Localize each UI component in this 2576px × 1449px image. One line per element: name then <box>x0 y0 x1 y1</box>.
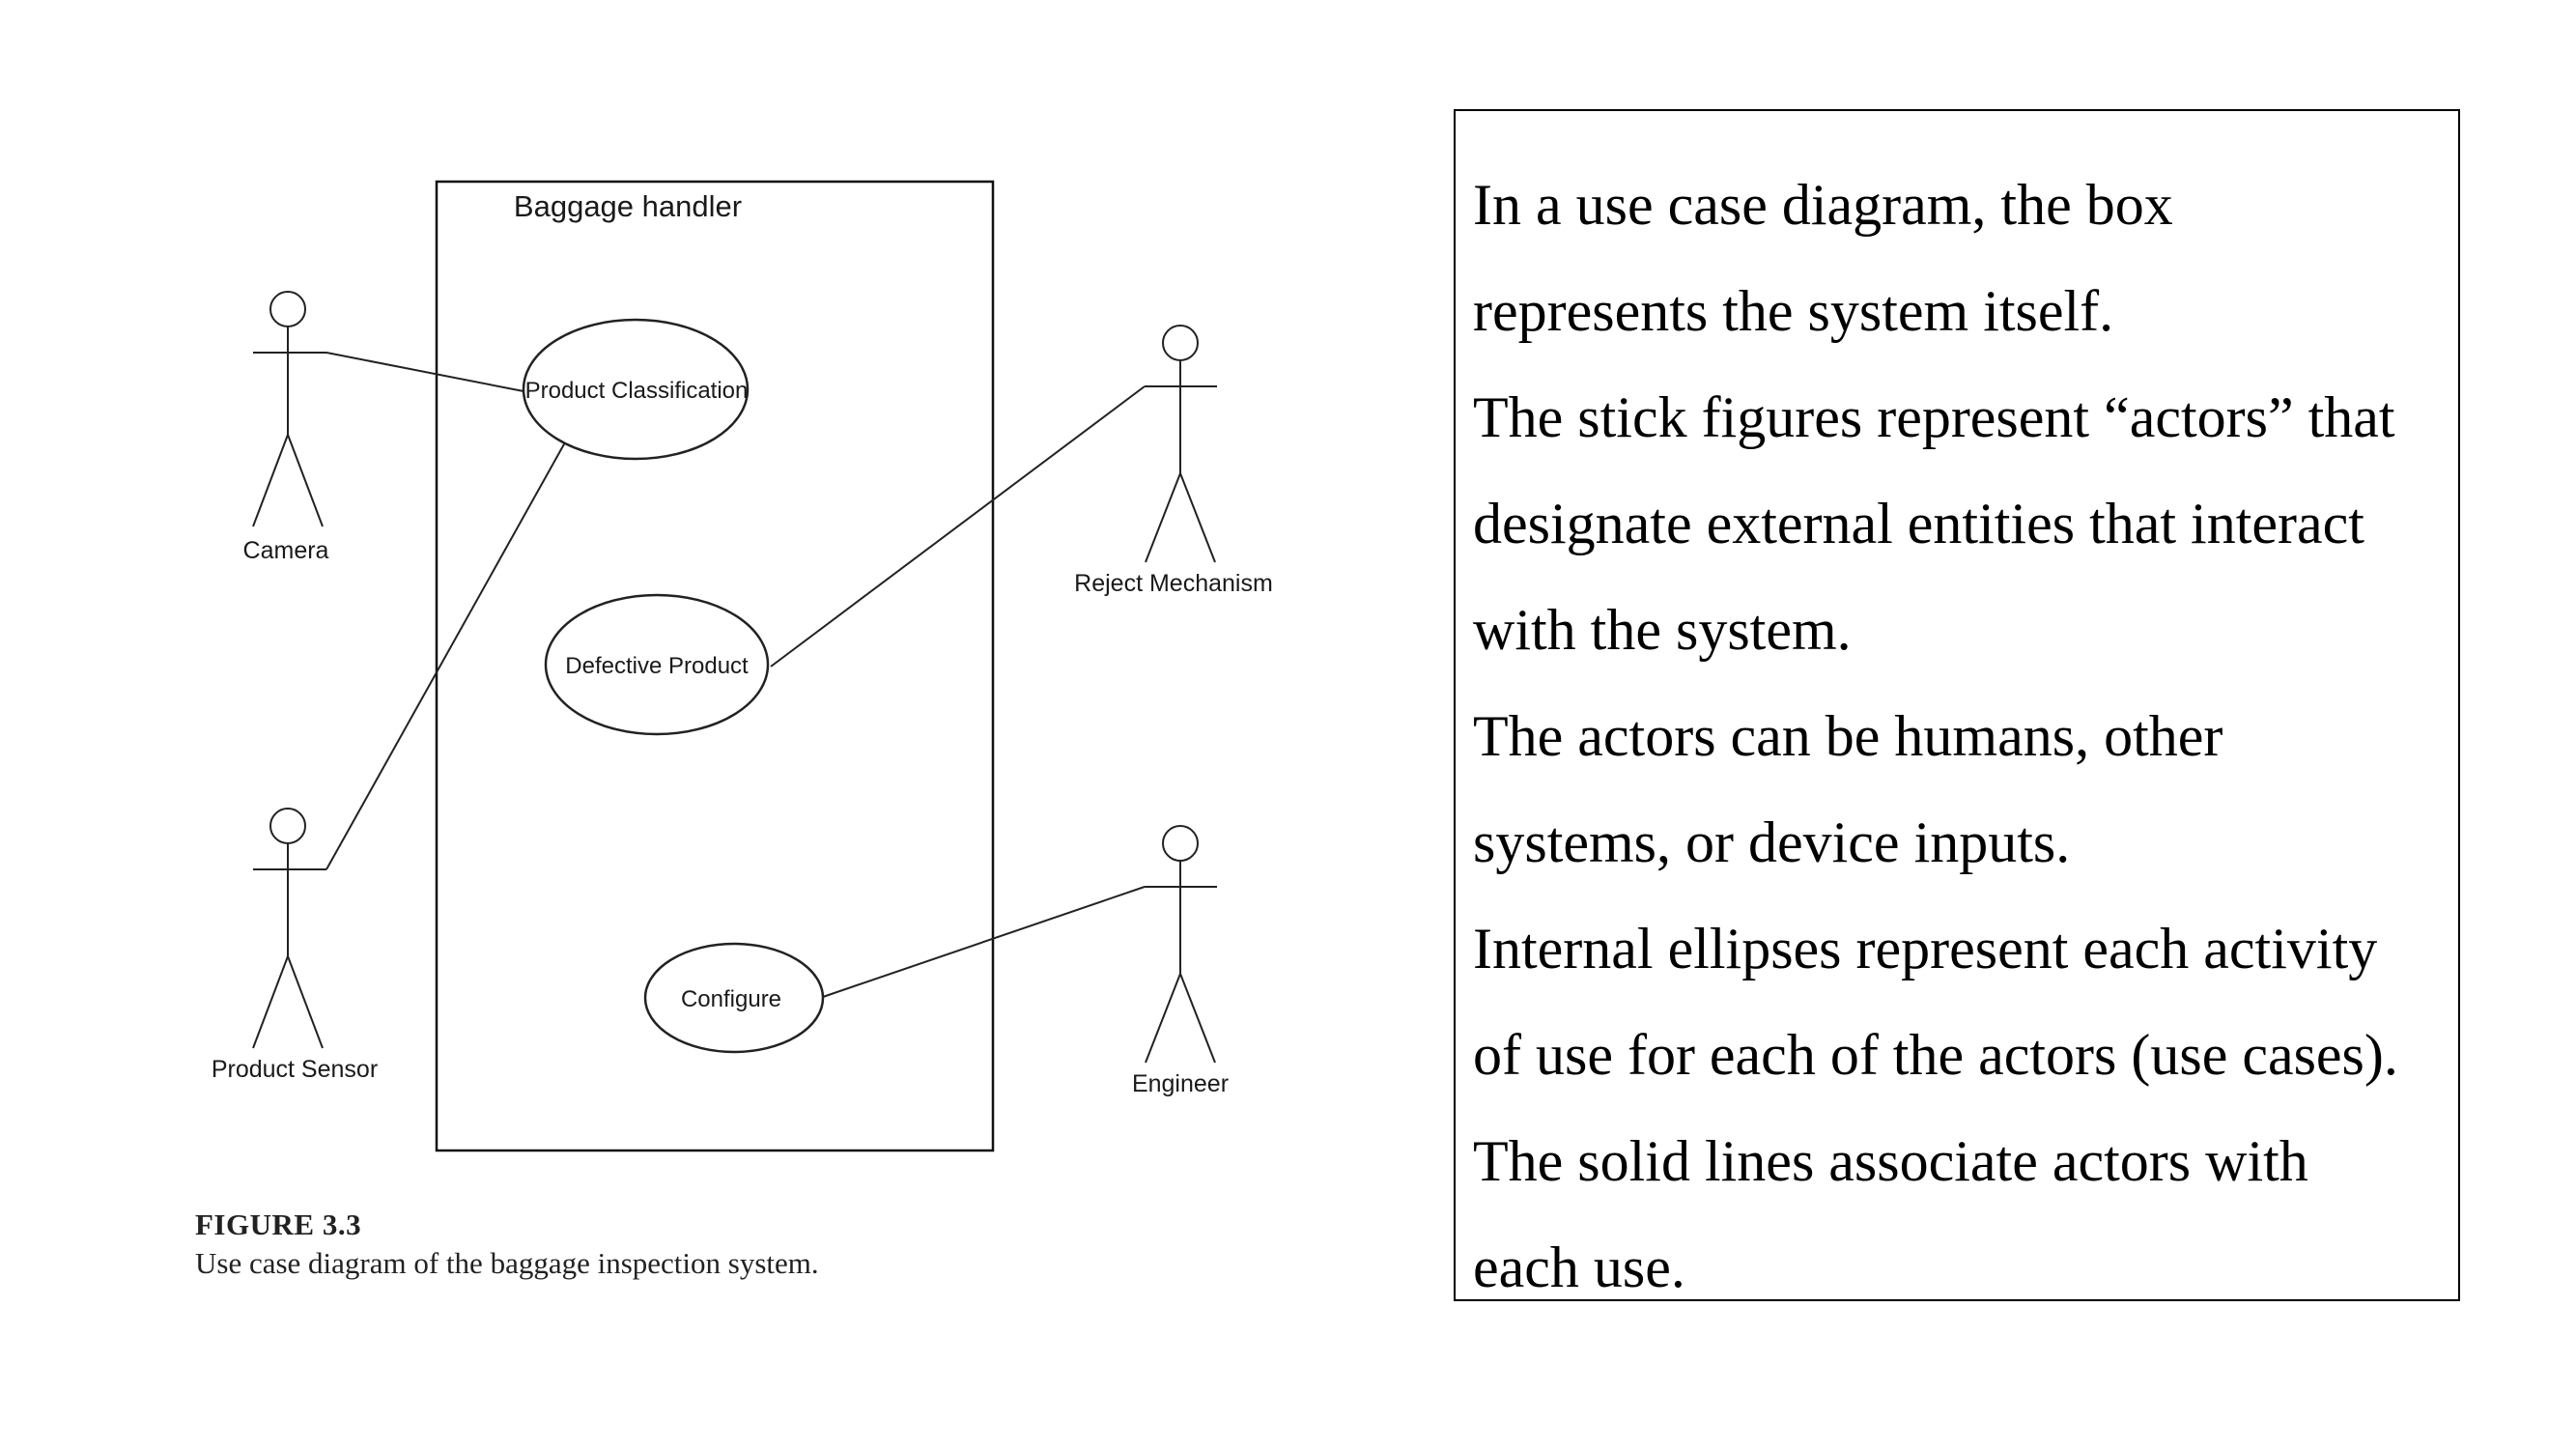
association-camera-product-classification <box>326 352 524 392</box>
explanation-line: In a use case diagram, the box <box>1473 173 2173 237</box>
use-case-defective-product: Defective Product <box>544 593 770 736</box>
figure-label: FIGURE 3.3 <box>195 1208 362 1241</box>
actor-label-engineer: Engineer <box>1132 1070 1229 1097</box>
use-case-product-classification: Product Classification <box>522 318 750 461</box>
explanation-text: In a use case diagram, the box represent… <box>1473 152 2458 1321</box>
actor-reject-mechanism <box>1145 325 1217 563</box>
use-case-configure: Configure <box>643 942 825 1054</box>
association-engineer-configure <box>822 886 1146 998</box>
system-title: Baggage handler <box>514 189 742 223</box>
actor-label-camera: Camera <box>243 537 329 564</box>
explanation-line: The solid lines associate actors with <box>1473 1129 2308 1193</box>
explanation-line: The stick figures represent “actors” tha… <box>1473 385 2395 449</box>
explanation-line: The actors can be humans, other <box>1473 704 2223 768</box>
explanation-line: represents the system itself. <box>1473 279 2114 343</box>
actor-label-product-sensor: Product Sensor <box>212 1056 378 1083</box>
use-case-label: Configure <box>681 986 781 1012</box>
actor-label-reject-mechanism: Reject Mechanism <box>1074 570 1273 597</box>
association-reject-mechanism-defective-product <box>770 385 1146 668</box>
use-case-label: Defective Product <box>565 653 749 679</box>
figure-caption: Use case diagram of the baggage inspecti… <box>195 1246 819 1280</box>
explanation-line: designate external entities that interac… <box>1473 492 2364 555</box>
system-boundary <box>435 180 995 1152</box>
use-case-diagram: Baggage handler Product Classification D… <box>212 180 1273 1152</box>
explanation-line: each use. <box>1473 1236 1685 1299</box>
explanation-line: systems, or device inputs. <box>1473 810 2071 874</box>
use-case-label: Product Classification <box>525 378 749 404</box>
association-product-sensor-product-classification <box>326 441 566 870</box>
actor-camera <box>252 291 326 527</box>
explanation-line: with the system. <box>1473 598 1852 662</box>
explanation-box: In a use case diagram, the box represent… <box>1454 109 2460 1301</box>
actor-product-sensor <box>252 808 326 1049</box>
explanation-line: Internal ellipses represent each activit… <box>1473 917 2378 980</box>
actor-engineer <box>1145 825 1217 1064</box>
explanation-line: of use for each of the actors (use cases… <box>1473 1023 2398 1087</box>
